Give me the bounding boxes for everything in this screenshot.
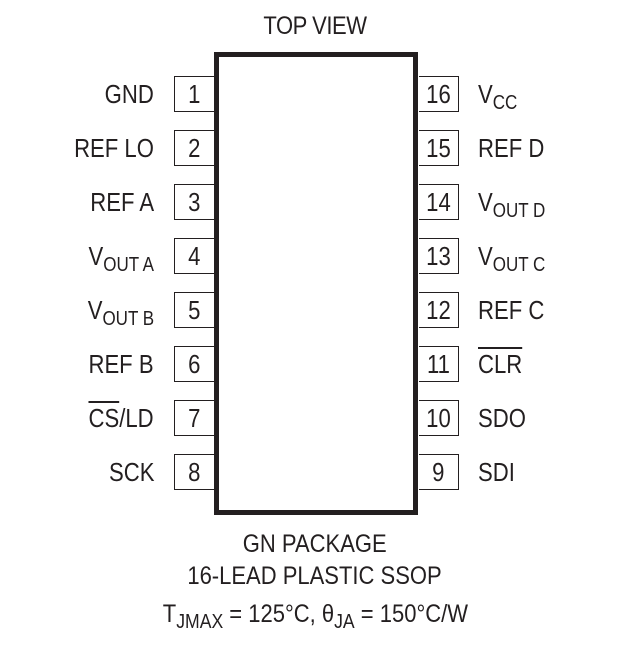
- thermal-spec: TJMAX = 125°C, θJA = 150°C/W: [162, 600, 468, 633]
- pin-14-box: 14: [419, 184, 459, 220]
- pin-11-box: 11: [419, 346, 459, 382]
- pin-10-label: SDO: [478, 403, 526, 433]
- pin-13-label: VOUT C: [478, 241, 546, 276]
- pin-10-box: 10: [419, 400, 459, 436]
- pin-15-box: 15: [419, 130, 459, 166]
- pin-7-box: 7: [174, 400, 214, 436]
- pin-3-label: REF A: [90, 187, 154, 217]
- chip-body: [214, 52, 418, 515]
- pin-1-box: 1: [174, 76, 214, 112]
- pin-4-label: VOUT A: [88, 241, 154, 276]
- package-name: GN PACKAGE: [243, 530, 387, 558]
- pin-14-label: VOUT D: [478, 187, 546, 222]
- pin-5-box: 5: [174, 292, 214, 328]
- pin-15-label: REF D: [478, 133, 545, 163]
- diagram-title: TOP VIEW: [263, 12, 367, 40]
- pin-16-label: VCC: [478, 79, 518, 114]
- pin-12-label: REF C: [478, 295, 545, 325]
- pin-2-box: 2: [174, 130, 214, 166]
- pin-13-box: 13: [419, 238, 459, 274]
- pin-2-label: REF LO: [74, 133, 154, 163]
- pin-3-box: 3: [174, 184, 214, 220]
- pin-11-label: CLR: [478, 349, 523, 379]
- pin-1-label: GND: [104, 79, 154, 109]
- pin-8-box: 8: [174, 454, 214, 490]
- pin-8-label: SCK: [108, 457, 154, 487]
- pin-7-label: CS/LD: [88, 403, 154, 433]
- pin-16-box: 16: [419, 76, 459, 112]
- pin-6-label: REF B: [88, 349, 154, 379]
- pin-6-box: 6: [174, 346, 214, 382]
- pin-12-box: 12: [419, 292, 459, 328]
- pin-9-box: 9: [419, 454, 459, 490]
- package-description: 16-LEAD PLASTIC SSOP: [187, 562, 443, 590]
- pin-4-box: 4: [174, 238, 214, 274]
- pin-9-label: SDI: [478, 457, 515, 487]
- pin-5-label: VOUT B: [87, 295, 154, 330]
